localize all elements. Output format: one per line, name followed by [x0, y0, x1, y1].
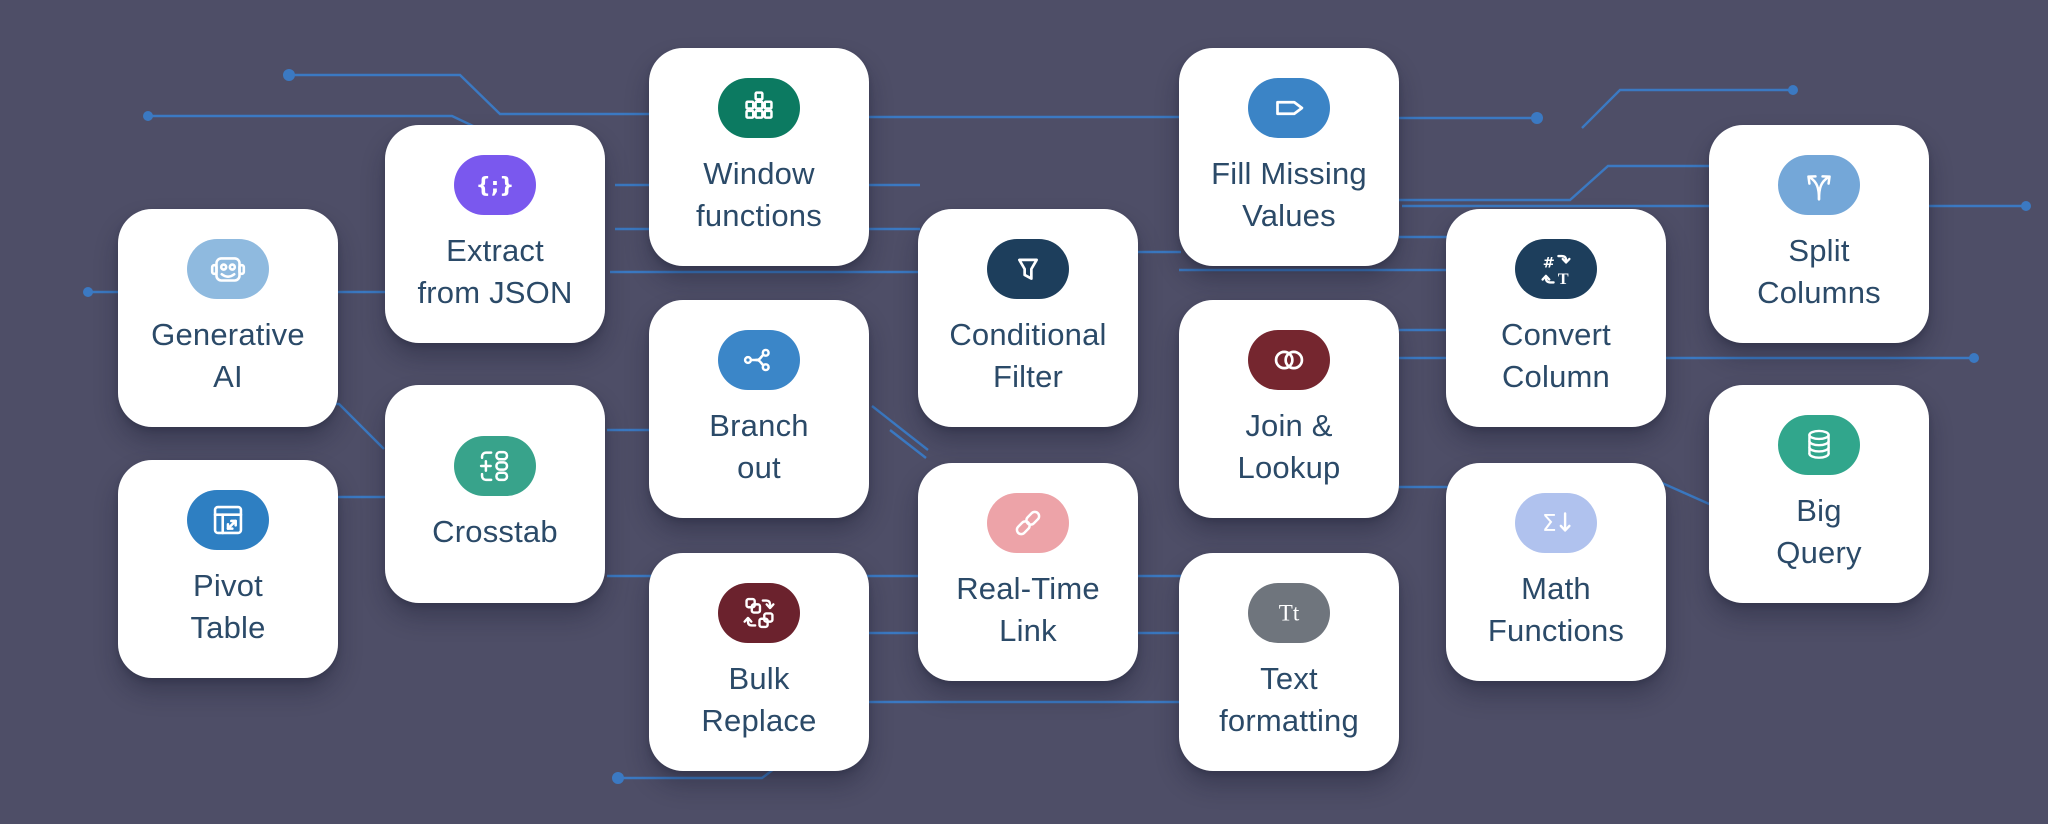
card-crosstab: Crosstab [385, 385, 605, 603]
card-label: Join &Lookup [1237, 407, 1341, 485]
svg-text:Tt: Tt [1279, 600, 1300, 625]
grid-table-icon [718, 77, 800, 138]
braces-icon: {;} [454, 154, 536, 215]
svg-text:T: T [1558, 268, 1569, 287]
funnel-icon [987, 238, 1069, 299]
robot-icon [187, 238, 269, 299]
svg-text:#: # [1543, 255, 1555, 271]
branch-icon [718, 329, 800, 390]
chain-link-icon [987, 492, 1069, 553]
card-join-lookup: Join &Lookup [1179, 300, 1399, 518]
pivot-table-icon [187, 489, 269, 550]
sigma-arrow-icon: Σ [1515, 492, 1597, 553]
database-icon [1778, 414, 1860, 475]
crosstab-icon [454, 435, 536, 496]
svg-text:Σ: Σ [1542, 511, 1557, 537]
card-label: Crosstab [432, 513, 558, 549]
svg-text:{;}: {;} [476, 172, 514, 197]
tag-icon [1248, 77, 1330, 138]
number-text-convert-icon: # T [1515, 238, 1597, 299]
venn-circles-icon [1248, 329, 1330, 390]
split-arrows-icon [1778, 154, 1860, 215]
swap-squares-icon [718, 582, 800, 643]
serif-text-icon: Tt [1248, 582, 1330, 643]
